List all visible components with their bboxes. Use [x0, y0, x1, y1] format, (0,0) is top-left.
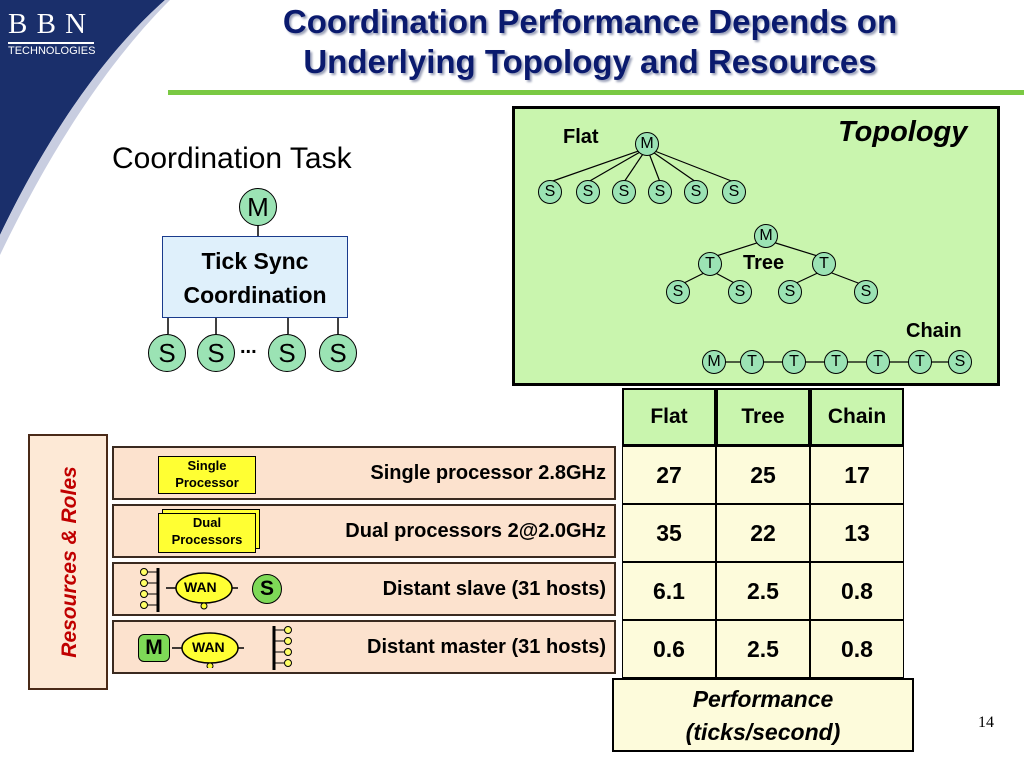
wan-cloud-icon — [166, 572, 238, 610]
column-header-flat: Flat — [622, 388, 716, 446]
task-ellipsis: ... — [240, 336, 257, 358]
task-slave-node: S — [148, 334, 186, 372]
flat-slave-node: S — [722, 180, 746, 204]
task-slave-node: S — [319, 334, 357, 372]
dual-processor-badge: Dual Processors — [158, 513, 256, 553]
tick-sync-box: Tick Sync Coordination — [162, 236, 348, 318]
tree-master-node: M — [754, 224, 778, 248]
row-label: Single processor 2.8GHz — [370, 462, 606, 484]
tree-leaf-node: S — [854, 280, 878, 304]
flat-slave-node: S — [576, 180, 600, 204]
flat-label: Flat — [563, 126, 599, 148]
value-cell: 0.8 — [810, 620, 904, 678]
task-slave-node: S — [268, 334, 306, 372]
slide-title: Coordination Performance Depends on Unde… — [150, 2, 1024, 82]
resources-roles-box — [28, 434, 108, 690]
logo-swoosh — [0, 0, 170, 255]
badge-line-1: Single — [187, 458, 227, 473]
performance-caption: Performance (ticks/second) — [612, 678, 914, 752]
value-cell: 6.1 — [622, 562, 716, 620]
row-label: Distant slave (31 hosts) — [382, 578, 606, 600]
value-cell: 0.8 — [810, 562, 904, 620]
tree-leaf-node: S — [666, 280, 690, 304]
performance-line-2: (ticks/second) — [685, 719, 841, 745]
title-line-1: Coordination Performance Depends on — [282, 3, 898, 40]
row-label: Dual processors 2@2.0GHz — [345, 520, 606, 542]
value-cell: 2.5 — [716, 562, 810, 620]
slave-role-node: S — [252, 574, 282, 604]
tree-mid-node: T — [812, 252, 836, 276]
table-row: WAN S Distant slave (31 hosts) — [112, 562, 616, 616]
flat-slave-node: S — [684, 180, 708, 204]
badge-line-2: Processors — [171, 532, 243, 547]
title-divider — [168, 90, 1024, 95]
value-cell: 17 — [810, 446, 904, 504]
table-row: M WAN Distant master (31 hosts) — [112, 620, 616, 674]
wan-label: WAN — [184, 579, 217, 595]
chain-node: S — [948, 350, 972, 374]
table-row: Dual Processors Dual processors 2@2.0GHz — [112, 504, 616, 558]
badge-line-1: Dual — [192, 515, 222, 530]
badge-line-2: Processor — [175, 475, 239, 490]
logo-underline — [8, 42, 94, 44]
tick-sync-line-2: Coordination — [183, 282, 327, 308]
value-cell: 22 — [716, 504, 810, 562]
flat-slave-node: S — [538, 180, 562, 204]
tree-label: Tree — [743, 252, 785, 274]
wan-cloud-icon — [172, 632, 244, 668]
row-label: Distant master (31 hosts) — [367, 636, 606, 658]
chain-node: T — [740, 350, 764, 374]
chain-node: T — [824, 350, 848, 374]
task-slave-node: S — [197, 334, 235, 372]
value-cell: 0.6 — [622, 620, 716, 678]
chain-node: T — [908, 350, 932, 374]
tree-leaf-node: S — [728, 280, 752, 304]
host-cluster-icon — [140, 568, 160, 612]
coordination-task-title: Coordination Task — [112, 142, 352, 175]
logo-name: B B N — [8, 8, 88, 40]
resources-roles-label: Resources & Roles — [58, 466, 81, 658]
task-master-node: M — [239, 188, 277, 226]
topology-panel — [512, 106, 1000, 386]
title-line-2: Underlying Topology and Resources — [303, 43, 877, 80]
table-row: Single Processor Single processor 2.8GHz — [112, 446, 616, 500]
performance-line-1: Performance — [692, 686, 834, 712]
tree-leaf-node: S — [778, 280, 802, 304]
host-cluster-icon — [272, 626, 292, 670]
flat-slave-node: S — [648, 180, 672, 204]
chain-label: Chain — [906, 320, 962, 342]
value-cell: 27 — [622, 446, 716, 504]
master-role-node: M — [138, 634, 170, 662]
single-processor-badge: Single Processor — [158, 456, 256, 494]
value-cell: 35 — [622, 504, 716, 562]
chain-node: T — [782, 350, 806, 374]
value-cell: 25 — [716, 446, 810, 504]
wan-label: WAN — [192, 639, 225, 655]
value-cell: 2.5 — [716, 620, 810, 678]
topology-title: Topology — [838, 116, 968, 148]
column-header-chain: Chain — [810, 388, 904, 446]
chain-node: T — [866, 350, 890, 374]
flat-slave-node: S — [612, 180, 636, 204]
logo-subtitle: TECHNOLOGIES — [8, 45, 96, 57]
chain-node: M — [702, 350, 726, 374]
task-connectors — [167, 224, 339, 334]
value-cell: 13 — [810, 504, 904, 562]
tree-mid-node: T — [698, 252, 722, 276]
column-header-tree: Tree — [716, 388, 810, 446]
page-number: 14 — [978, 714, 994, 731]
tick-sync-line-1: Tick Sync — [201, 248, 309, 274]
flat-master-node: M — [635, 132, 659, 156]
